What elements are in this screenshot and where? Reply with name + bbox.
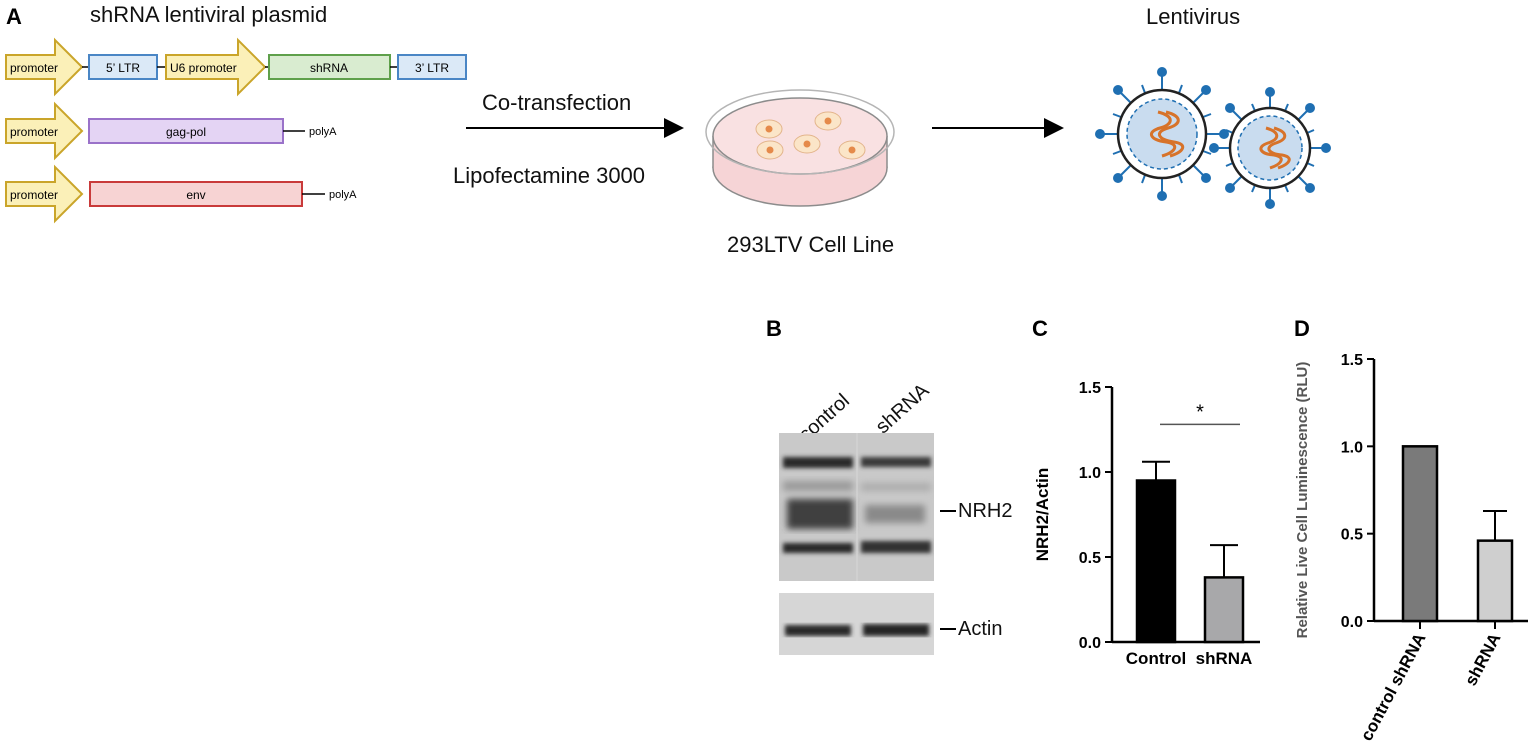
- virus-particle-1: [1095, 67, 1229, 201]
- c-xlabel-0: Control: [1126, 649, 1186, 668]
- env-label: env: [186, 188, 205, 202]
- ltr5-label: 5’ LTR: [106, 61, 140, 75]
- c-ytick-label-1: 0.5: [1079, 550, 1101, 567]
- panel-b-letter: B: [766, 316, 782, 341]
- plasmid-row-2: promoter gag-pol polyA: [5, 101, 337, 161]
- lentivirus-label: Lentivirus: [1146, 4, 1241, 29]
- d-ytick-label-2: 1.0: [1341, 439, 1363, 456]
- petri-dish: [705, 89, 895, 207]
- promoter-label-1: promoter: [10, 61, 58, 75]
- western-blot: [779, 433, 934, 655]
- d-bar-0: [1401, 445, 1439, 623]
- plasmid-row-3: promoter env polyA: [5, 164, 357, 224]
- promoter-arrow-2: [5, 101, 84, 161]
- c-ytick-label-2: 1.0: [1079, 465, 1101, 482]
- d-ytick-label-3: 1.5: [1341, 352, 1363, 369]
- c-ylabel: NRH2/Actin: [1033, 468, 1052, 562]
- virus-particle-2: [1209, 87, 1331, 209]
- d-ylabel: Relative Live Cell Luminescence (RLU): [1294, 362, 1311, 639]
- u6-promoter-label: U6 promoter: [170, 61, 237, 75]
- c-ytick-label-0: 0.0: [1079, 635, 1101, 652]
- d-xlabel-1: shRNA: [1461, 630, 1504, 689]
- panel-a-diagram: promoter 5’ LTR U6 promoter shRNA 3’ LTR…: [5, 37, 1331, 224]
- panel-c-letter: C: [1032, 316, 1048, 341]
- promoter-arrow-3: [5, 164, 84, 224]
- c-bar-0: [1135, 479, 1177, 644]
- lipofectamine-label: Lipofectamine 3000: [453, 163, 646, 188]
- lane-label-shrna: shRNA: [871, 379, 934, 439]
- panel-a-letter: A: [6, 4, 22, 29]
- d-ytick-label-0: 0.0: [1341, 614, 1363, 631]
- promoter-label-3: promoter: [10, 188, 58, 202]
- d-ytick-label-1: 0.5: [1341, 527, 1363, 544]
- blot-markers: [940, 510, 956, 630]
- c-significance-star: *: [1196, 401, 1204, 423]
- plasmid-row-1: promoter 5’ LTR U6 promoter shRNA 3’ LTR: [5, 37, 467, 97]
- cell-line-label: 293LTV Cell Line: [727, 232, 895, 257]
- ltr3-box: [397, 54, 467, 80]
- ltr3-label: 3’ LTR: [415, 61, 449, 75]
- panel-d-letter: D: [1294, 316, 1310, 341]
- promoter-arrow-1: [5, 37, 84, 97]
- c-bar-1: [1203, 576, 1245, 644]
- c-ytick-label-3: 1.5: [1079, 380, 1101, 397]
- polya-label-2: polyA: [309, 126, 337, 138]
- band-label-nrh2: NRH2: [958, 500, 1013, 522]
- promoter-label-2: promoter: [10, 125, 58, 139]
- cotransfection-label: Co-transfection: [482, 90, 632, 115]
- blot-actin-panel: [779, 593, 934, 655]
- d-xlabel-0: control shRNA: [1357, 630, 1430, 744]
- band-label-actin: Actin: [958, 618, 1003, 640]
- cells: [755, 111, 866, 160]
- c-xlabel-1: shRNA: [1196, 649, 1253, 668]
- d-bar-1: [1476, 539, 1514, 623]
- polya-label-3: polyA: [329, 189, 357, 201]
- shrna-box-label: shRNA: [310, 61, 348, 75]
- plasmid-title: shRNA lentiviral plasmid: [90, 2, 328, 27]
- u6-promoter-arrow: [165, 37, 267, 97]
- gagpol-label: gag-pol: [166, 125, 206, 139]
